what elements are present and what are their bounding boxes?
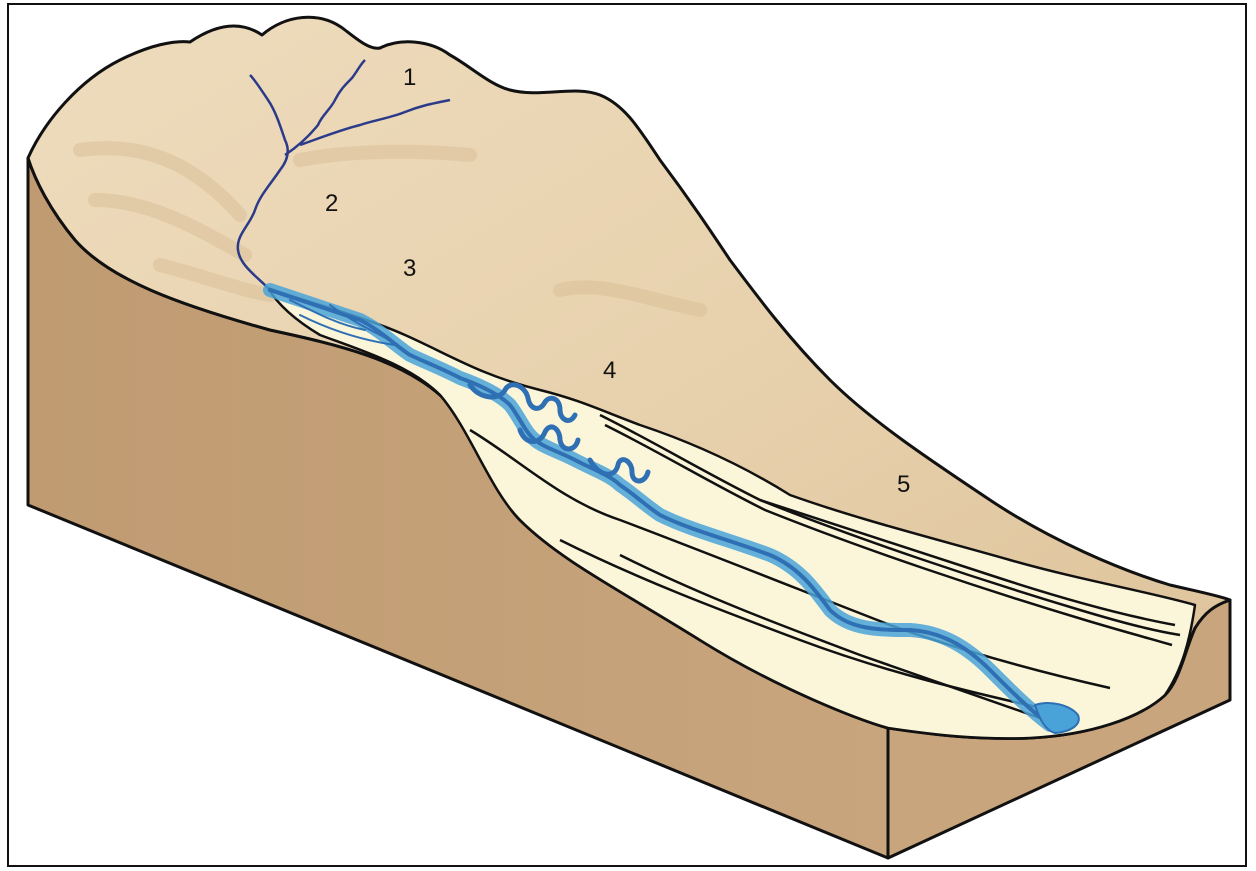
zone-label-4: 4 <box>603 357 616 384</box>
zone-label-2: 2 <box>325 190 338 217</box>
zone-label-5: 5 <box>897 471 910 498</box>
zone-label-1: 1 <box>403 64 416 91</box>
zone-label-3: 3 <box>403 255 416 282</box>
